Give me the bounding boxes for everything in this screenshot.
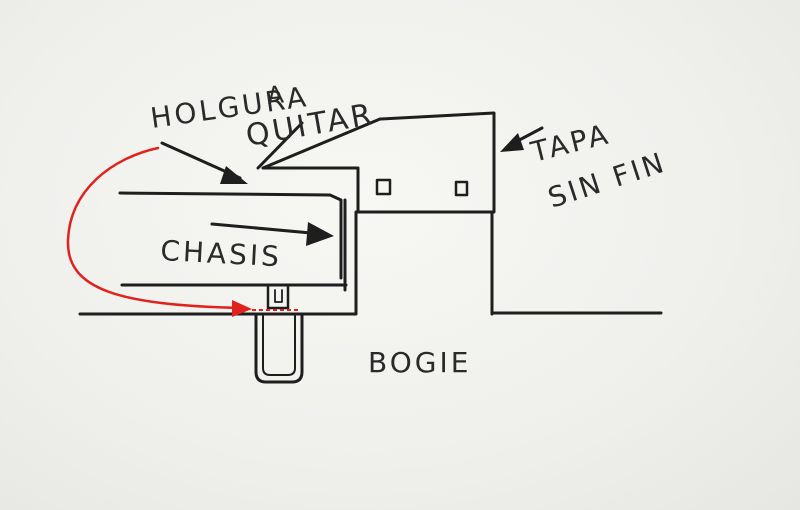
tapa-arrow-head: [500, 133, 524, 152]
cover-bolt-hole-right: [454, 180, 469, 197]
chasis-arrow: [210, 222, 324, 236]
chasis-arrow-head: [306, 222, 334, 246]
tapa-sinfin-cover: [261, 111, 496, 214]
label-a: A: [266, 80, 288, 110]
red-curved-arrow: [66, 146, 242, 310]
label-chasis: CHASIS: [160, 234, 283, 273]
chassis-top-line: [118, 191, 343, 280]
quitar-arrow: [256, 121, 304, 170]
holgura-arrow-head: [220, 166, 248, 184]
pin-head: [266, 284, 290, 310]
pin-inner: [262, 315, 296, 376]
label-bogie: BOGIE: [368, 346, 471, 379]
pin-outer: [254, 312, 304, 384]
cover-bolt-hole-left: [375, 178, 392, 196]
red-arrow-head: [232, 300, 252, 317]
pin-head-inner: [274, 289, 283, 303]
label-tapa: TAPA: [527, 117, 614, 169]
